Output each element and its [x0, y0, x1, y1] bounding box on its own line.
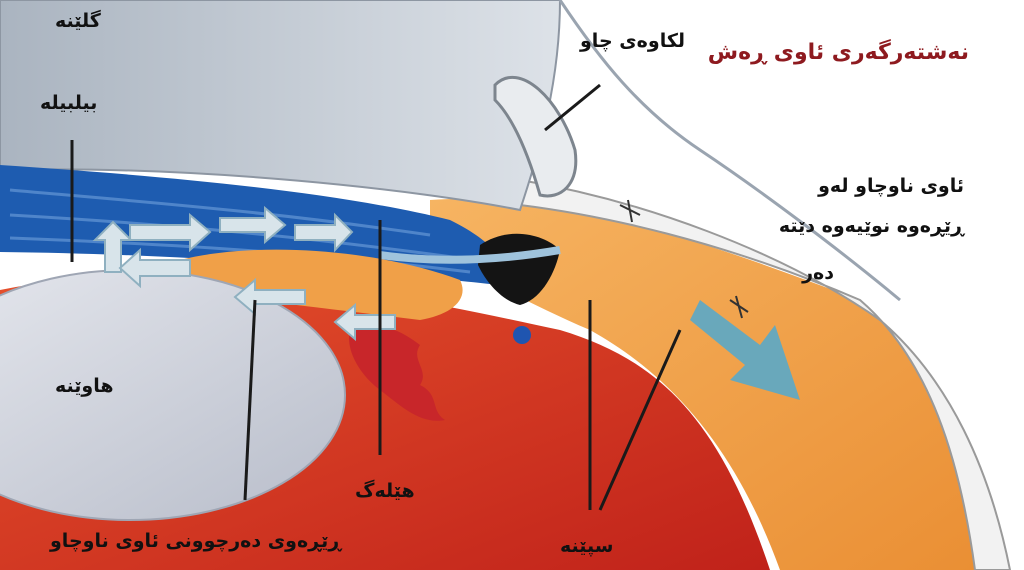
leader-lines	[70, 83, 682, 511]
label-cornea: گلێنە	[55, 10, 101, 32]
cornea-outer-edge	[558, 0, 901, 302]
label-lens: هاوێنە	[55, 375, 114, 397]
drainage-flow-arrow-icon	[690, 300, 800, 400]
label-sclera: سپێنە	[560, 535, 614, 557]
sclera-band	[430, 198, 975, 570]
label-new-path-line-1: ئاوی ناوچاو لەو	[818, 175, 964, 197]
drainage-flow-line	[379, 246, 561, 264]
aqueous-flow-arrow-icon	[92, 205, 396, 342]
label-pupil: بیلبیلە	[40, 92, 98, 114]
cornea-dome	[0, 0, 562, 212]
outer-eye-wall	[519, 178, 1012, 570]
label-new-path-line-2: ڕێڕەوە نوێیەوە دێتە	[778, 215, 964, 237]
label-new-path-line-3: دەر	[802, 262, 834, 284]
label-conjunctiva: لکاوەی چاو	[580, 30, 686, 52]
schlemm-canal	[513, 326, 531, 344]
label-outflow-path: ڕێڕەوی دەرچوونی ئاوی ناوچاو	[50, 530, 342, 552]
conjunctiva-flap	[493, 75, 578, 198]
diagram-title: نەشتەرگەری ئاوی ڕەش	[707, 40, 969, 65]
iris-underside	[180, 249, 463, 320]
ciliary-folds	[349, 325, 445, 421]
suture-icon	[619, 199, 749, 319]
label-iris: هێلەگ	[355, 480, 415, 502]
